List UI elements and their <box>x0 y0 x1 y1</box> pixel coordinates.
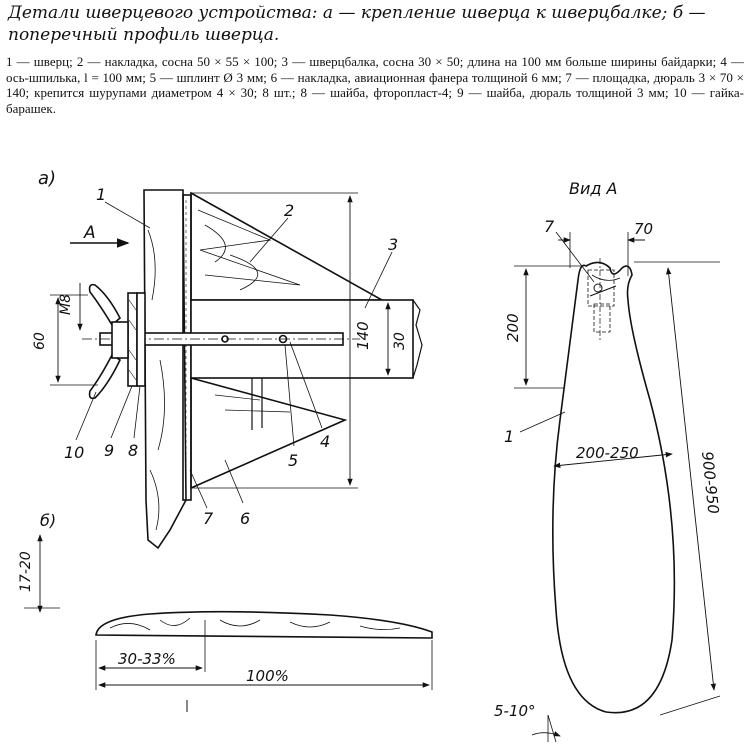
view-a-label: Вид А <box>569 179 617 198</box>
part-2-label: 2 <box>284 201 294 220</box>
centerboard-outline <box>552 261 676 714</box>
dim-length-label: 900-950 <box>698 451 722 515</box>
dim-max-thickness-label: 30-33% <box>118 650 176 668</box>
dim-200-label: 200 <box>504 313 522 342</box>
view-a-drawing: Вид А 70 7 200 1 <box>494 179 722 743</box>
dim-thickness-label: 17-20 <box>18 551 34 592</box>
pin-hole <box>221 335 229 343</box>
cotter-pin-part-5 <box>278 334 288 344</box>
wood-grain <box>147 229 165 531</box>
figure-title: Детали шверцевого устройства: а — крепле… <box>8 3 706 45</box>
part-8-label: 8 <box>128 441 138 460</box>
profile-shape <box>95 610 433 639</box>
dim-m8-label: М8 <box>58 294 74 315</box>
part-4-label: 4 <box>320 432 330 451</box>
view-arrow-label: А <box>83 223 96 243</box>
fig-b-drawing: б) 17-20 30-33% 100% <box>18 511 433 712</box>
part-3-label: 3 <box>388 235 398 254</box>
washer-part-9 <box>127 292 138 387</box>
dim-angle-label: 5-10° <box>494 702 536 720</box>
dim-60-label: 60 <box>32 332 48 350</box>
view-part-1-label: 1 <box>504 427 514 446</box>
fig-a-label: а) <box>38 168 56 189</box>
fig-a-drawing: а) А <box>32 168 423 550</box>
part-5-label: 5 <box>288 451 298 470</box>
part-6-label: 6 <box>240 509 250 528</box>
figure-caption: 1 — шверц; 2 — накладка, сосна 50 × 55 ×… <box>6 54 744 116</box>
wing-nut-part-10 <box>88 283 122 327</box>
centerboard-part <box>143 189 187 550</box>
part-7-label: 7 <box>203 509 214 528</box>
dim-140-label: 140 <box>354 321 372 350</box>
part-9-label: 9 <box>104 441 114 460</box>
view-part-7-label: 7 <box>544 217 555 236</box>
dim-70-label: 70 <box>634 220 653 238</box>
fig-b-label: б) <box>40 511 56 530</box>
part-1-label: 1 <box>96 185 106 204</box>
part-10-label: 10 <box>64 443 84 462</box>
fitting-outline <box>587 269 615 307</box>
dim-width-label: 200-250 <box>576 444 639 462</box>
dim-chord-label: 100% <box>246 667 289 685</box>
plywood-part-6 <box>190 376 348 490</box>
dim-30-label: 30 <box>392 332 408 350</box>
washer-part-8 <box>136 292 146 387</box>
